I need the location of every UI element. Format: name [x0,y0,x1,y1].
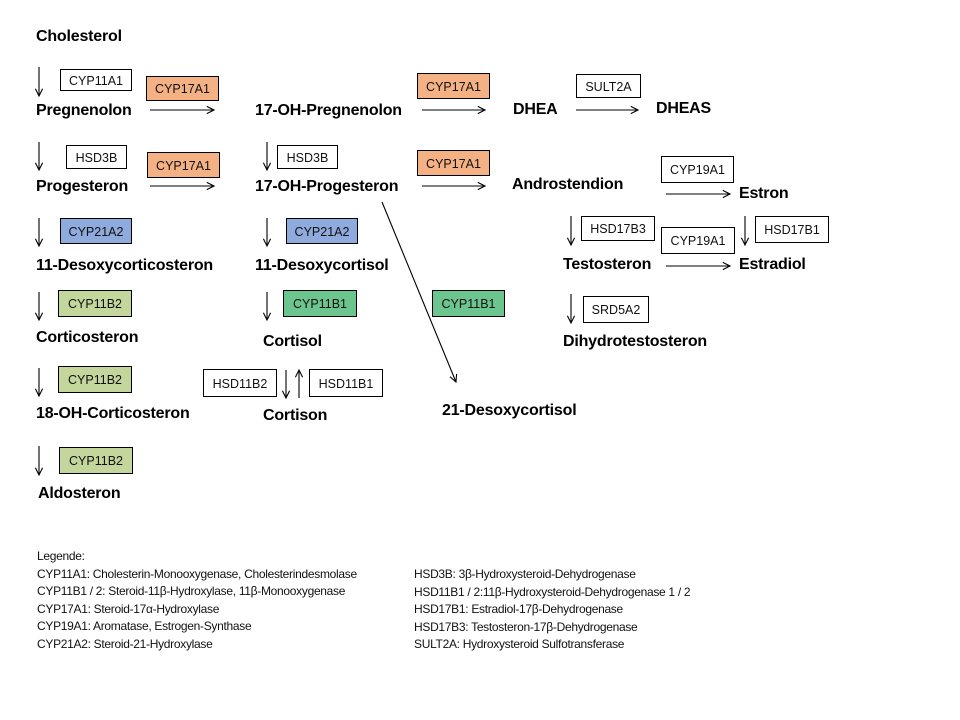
enzyme-cyp21a2: CYP21A2 [286,218,358,244]
legend-item: HSD3B: 3β-Hydroxysteroid-Dehydrogenase [414,567,636,581]
legend-item: CYP11A1: Cholesterin-Monooxygenase, Chol… [37,566,357,581]
legend-item: CYP17A1: Steroid-17α-Hydroxylase [37,601,220,616]
node-estradiol: Estradiol [739,256,806,273]
node-dhea: DHEA [513,101,558,118]
enzyme-cyp19a1: CYP19A1 [661,156,734,183]
enzyme-cyp11b2: CYP11B2 [59,447,133,474]
node-corticosteron: Corticosteron [36,329,139,346]
node-aldosteron: Aldosteron [38,485,121,502]
enzyme-cyp11b1: CYP11B1 [283,290,357,317]
legend-item: HSD17B1: Estradiol-17β-Dehydrogenase [414,602,623,617]
legend-item: SULT2A: Hydroxysteroid Sulfotransferase [414,637,625,652]
legend-item: HSD11B1 / 2:11β-Hydroxysteroid-Dehydroge… [414,584,691,599]
legend-item: HSD17B3: Testosteron-17β-Dehydrogenase [414,619,638,634]
enzyme-cyp21a2: CYP21A2 [60,218,132,244]
legend-item: CYP21A2: Steroid-21-Hydroxylase [37,636,213,651]
legend-item: CYP19A1: Aromatase, Estrogen-Synthase [37,619,252,634]
enzyme-hsd11b1: HSD11B1 [309,369,383,397]
node-18oh-corticosteron: 18-OH-Corticosteron [36,405,190,422]
enzyme-cyp11b2: CYP11B2 [58,290,132,317]
node-cholesterol: Cholesterol [36,28,122,45]
legend-right: HSD3B: 3β-Hydroxysteroid-Dehydrogenase H… [414,566,691,654]
enzyme-sult2a: SULT2A [576,74,641,98]
enzyme-cyp11b2: CYP11B2 [58,366,132,393]
node-androstendion: Androstendion [512,176,624,193]
node-testosteron: Testosteron [563,256,652,273]
enzyme-cyp19a1: CYP19A1 [661,227,735,254]
enzyme-hsd17b3: HSD17B3 [581,216,655,241]
enzyme-hsd3b: HSD3B [66,145,127,169]
node-11-desoxycorticosteron: 11-Desoxycorticosteron [36,257,214,274]
node-cortison: Cortison [263,407,328,424]
enzyme-cyp17a1: CYP17A1 [147,152,220,178]
node-17oh-progesteron: 17-OH-Progesteron [255,178,399,195]
node-estron: Estron [739,185,789,202]
legend-left: Legende: CYP11A1: Cholesterin-Monooxygen… [37,548,357,654]
enzyme-cyp11b1: CYP11B1 [432,290,505,317]
enzyme-hsd3b: HSD3B [277,145,338,169]
node-cortisol: Cortisol [263,333,322,350]
legend-item: CYP11B1 / 2: Steroid-11β-Hydroxylase, 11… [37,584,346,599]
node-pregnenolon: Pregnenolon [36,102,132,119]
enzyme-hsd11b2: HSD11B2 [203,369,277,397]
legend-title: Legende: [37,549,85,563]
enzyme-cyp17a1: CYP17A1 [417,150,490,176]
node-dheas: DHEAS [656,100,712,117]
node-21-desoxycortisol: 21-Desoxycortisol [442,402,577,419]
enzyme-hsd17b1: HSD17B1 [755,216,829,243]
enzyme-cyp17a1: CYP17A1 [146,76,219,101]
node-17oh-pregnenolon: 17-OH-Pregnenolon [255,102,402,119]
enzyme-cyp17a1: CYP17A1 [417,73,490,99]
enzyme-cyp11a1: CYP11A1 [60,69,132,91]
node-dihydrotestosteron: Dihydrotestosteron [563,333,707,350]
enzyme-srd5a2: SRD5A2 [583,296,649,323]
node-11-desoxycortisol: 11-Desoxycortisol [255,257,389,274]
node-progesteron: Progesteron [36,178,129,195]
